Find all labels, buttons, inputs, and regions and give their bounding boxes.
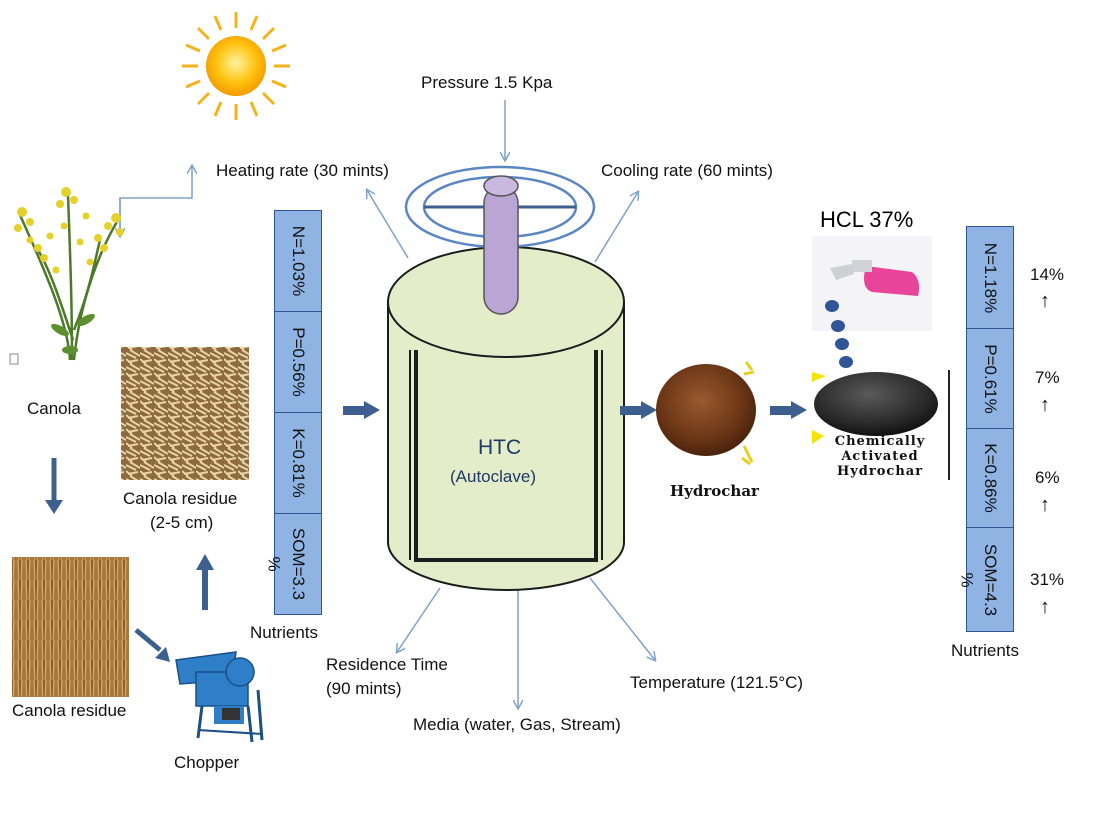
nutrients-after-column: N=1.18% P=0.61% K=0.86% SOM=4.3 — [966, 226, 1014, 632]
nutrient-cell: K=0.86% — [966, 428, 1014, 528]
hcl-spray-bottle-image — [812, 236, 932, 331]
nutrient-cell: N=1.03% — [274, 210, 322, 312]
activated-line-2: Activated — [841, 449, 919, 464]
nutrients-before-overflow: % — [264, 556, 284, 572]
reactor-subtitle: (Autoclave) — [450, 467, 536, 486]
nutrient-cell: K=0.81% — [274, 412, 322, 514]
media-label: Media (water, Gas, Stream) — [413, 715, 621, 734]
up-arrow-icon: ↑ — [1040, 596, 1050, 618]
reactor-shaft — [483, 175, 519, 315]
nutrient-value: N=1.03% — [289, 225, 308, 297]
chopper-label: Chopper — [174, 753, 240, 772]
hcl-droplets — [825, 300, 853, 368]
hydrochar-image — [656, 361, 756, 466]
up-arrow-icon: ↑ — [1040, 290, 1050, 312]
residence-time-label: Residence Time — [326, 655, 448, 674]
hydrochar-label: Hydrochar — [670, 482, 759, 500]
chopped-residue-image — [121, 347, 249, 480]
activated-line-3: Hydrochar — [836, 464, 924, 479]
nutrient-cell: P=0.56% — [274, 311, 322, 413]
hcl-label: HCL 37% — [820, 207, 914, 232]
activated-line-1: Chemically — [834, 434, 926, 449]
nutrients-after-overflow: % — [957, 572, 977, 588]
nutrients-before-column: N=1.03% P=0.56% K=0.81% SOM=3.3 — [274, 210, 322, 615]
nutrient-cell: P=0.61% — [966, 328, 1014, 429]
canola-residue-field-label: Canola residue — [12, 701, 127, 720]
heating-rate-label: Heating rate (30 mints) — [216, 161, 389, 180]
field-residue-image — [12, 557, 129, 697]
nutrient-value: N=1.18% — [981, 242, 1000, 313]
nutrients-after-label: Nutrients — [951, 641, 1020, 660]
activated-hydrochar-image — [812, 370, 950, 480]
nutrient-value: SOM=3.3 — [289, 527, 308, 601]
nutrient-value: K=0.81% — [289, 428, 308, 498]
nutrients-before-label: Nutrients — [250, 623, 319, 642]
canola-residue-size-label: (2-5 cm) — [150, 513, 214, 532]
activated-hydrochar-label: Chemically Activated Hydrochar — [820, 434, 940, 479]
nutrient-cell: SOM=3.3 — [274, 513, 322, 615]
nutrient-value: SOM=4.3 — [981, 543, 1000, 616]
nutrient-value: P=0.56% — [289, 327, 308, 397]
canola-residue-chopped-label: Canola residue — [123, 489, 238, 508]
nutrient-cell: N=1.18% — [966, 226, 1014, 329]
up-arrow-icon: ↑ — [1040, 494, 1050, 516]
up-arrow-icon: ↑ — [1040, 394, 1050, 416]
temperature-label: Temperature (121.5°C) — [630, 673, 804, 692]
nutrient-cell: SOM=4.3 — [966, 527, 1014, 632]
pressure-label: Pressure 1.5 Kpa — [421, 73, 553, 92]
canola-label: Canola — [27, 399, 81, 418]
cooling-rate-label: Cooling rate (60 mints) — [601, 161, 773, 180]
nutrient-value: K=0.86% — [981, 443, 1000, 513]
nutrient-value: P=0.61% — [981, 343, 1000, 414]
residence-time-value: (90 mints) — [326, 679, 402, 698]
increase-value: 6% — [1035, 468, 1060, 487]
increase-value: 14% — [1030, 265, 1065, 284]
reactor-title: HTC — [478, 436, 522, 459]
increase-value: 7% — [1035, 368, 1060, 387]
chopper-machine-image — [175, 651, 264, 743]
canola-plant-image — [9, 187, 124, 365]
increase-value: 31% — [1030, 570, 1065, 589]
sun-icon — [182, 12, 290, 120]
